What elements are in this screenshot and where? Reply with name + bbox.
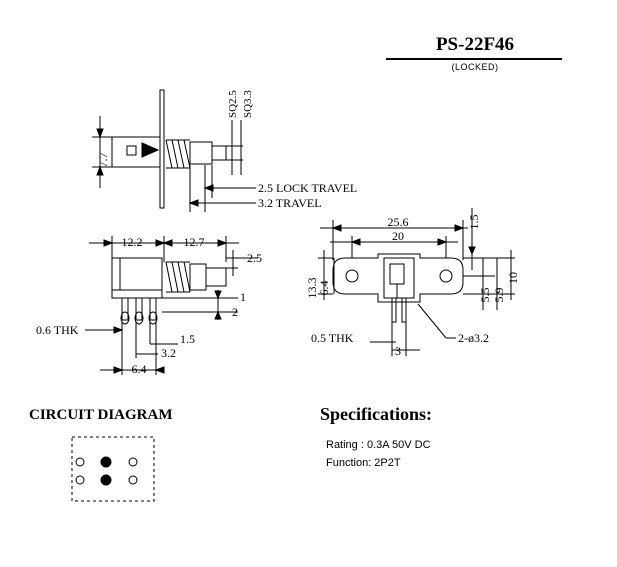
pitch-label: 6.4 xyxy=(132,362,147,376)
side-view xyxy=(92,89,256,212)
height-5-5-label: 5.5 xyxy=(478,288,492,303)
plate-thickness-label: 0.5 THK xyxy=(311,331,354,345)
bracket-width-label: 25.6 xyxy=(388,215,409,229)
plunger-height-label: 2.5 xyxy=(247,251,262,265)
lock-travel-label: 2.5 LOCK TRAVEL xyxy=(258,181,357,195)
sq-2-5-label: SQ2.5 xyxy=(227,90,239,118)
side-height-label: 7.7 xyxy=(96,153,110,168)
dim-3-label: 3 xyxy=(395,344,401,358)
terminal-thickness-label: 0.6 THK xyxy=(36,323,79,337)
top-gap-label: 1.5 xyxy=(467,215,481,230)
sq-3-3-label: SQ3.3 xyxy=(242,90,254,118)
front-view xyxy=(85,236,258,375)
circuit-diagram-title: CIRCUIT DIAGRAM xyxy=(29,407,173,423)
dim-1-label: 1 xyxy=(240,290,246,304)
inner-height-label: 6.4 xyxy=(317,281,331,296)
circuit-diagram xyxy=(71,436,155,502)
rating-text: Rating : 0.3A 50V DC xyxy=(326,439,431,451)
plunger-length-label: 12.7 xyxy=(184,235,205,249)
bracket-height-label: 13.3 xyxy=(305,278,319,299)
height-5-9-label: 5.9 xyxy=(492,288,506,303)
variant-label: (LOCKED) xyxy=(451,62,499,72)
function-text: Function: 2P2T xyxy=(326,457,401,469)
dim-2-label: 2 xyxy=(232,305,238,319)
hole-pitch-label: 20 xyxy=(392,229,404,243)
dim-1-5-label: 1.5 xyxy=(180,332,195,346)
title-underline xyxy=(386,58,562,60)
mounting-holes-label: 2-ø3.2 xyxy=(458,331,489,345)
bracket-view xyxy=(318,208,515,356)
part-number-title: PS-22F46 xyxy=(435,34,515,55)
dim-3-2-label: 3.2 xyxy=(161,346,176,360)
travel-label: 3.2 TRAVEL xyxy=(258,196,322,210)
body-length-label: 12.2 xyxy=(122,235,143,249)
height-10-label: 10 xyxy=(506,272,520,284)
specifications-title: Specifications: xyxy=(320,404,432,424)
